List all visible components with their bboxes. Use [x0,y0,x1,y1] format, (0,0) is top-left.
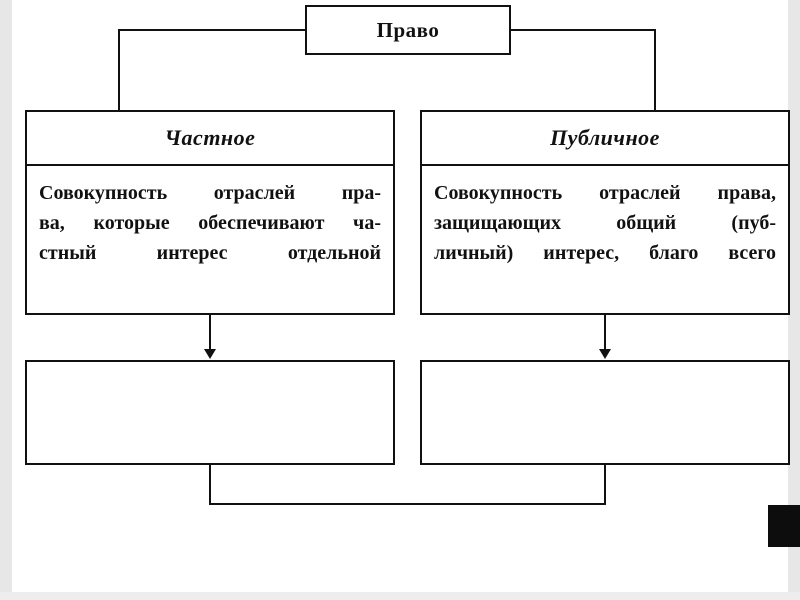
node-public-law: Публичное Совокупность отраслей права, з… [420,110,790,315]
text-line: личный) интерес, благо всего [434,242,776,264]
node-law: Право [305,5,511,55]
arrow-down-icon [204,349,216,359]
bracket-horizontal [209,503,606,505]
node-private-empty [25,360,395,465]
connector-root-right-vertical [654,29,656,110]
arrow-down-icon [599,349,611,359]
text-line: ва, которые обеспечивают ча- [39,212,381,234]
page-edge-left [0,0,12,600]
arrow-private-stem [209,315,211,351]
bracket-left-vertical [209,465,211,505]
connector-root-right-horizontal [511,29,656,31]
node-public-law-body: Совокупность отраслей права, защищающих … [422,166,788,268]
scan-artifact-block [768,505,800,547]
bracket-right-vertical [604,465,606,505]
text-line: защищающих общий (пуб- [434,212,776,234]
connector-root-left-horizontal [118,29,305,31]
node-public-law-title: Публичное [422,112,788,166]
arrow-public-stem [604,315,606,351]
node-private-law-title: Частное [27,112,393,166]
node-public-empty [420,360,790,465]
node-law-label: Право [376,17,440,42]
text-line: Совокупность отраслей пра- [39,182,381,204]
node-private-law-body: Совокупность отраслей пра- ва, которые о… [27,166,393,268]
text-line: стный интерес отдельной [39,242,381,264]
connector-root-left-vertical [118,29,120,110]
node-private-law: Частное Совокупность отраслей пра- ва, к… [25,110,395,315]
page-edge-right [788,0,800,600]
scan-artifact-bottom-band [0,592,800,600]
text-line: Совокупность отраслей права, [434,182,776,204]
